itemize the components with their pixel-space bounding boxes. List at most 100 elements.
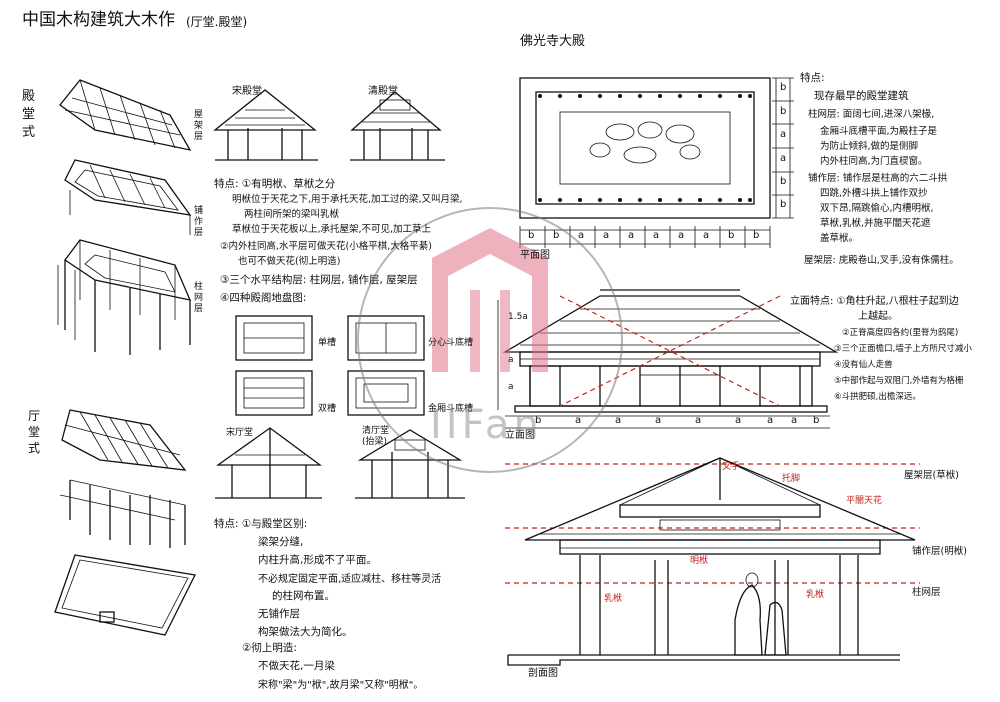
bay-label: a — [735, 415, 742, 426]
note-line: 立面特点: ①角柱升起,八根柱子起到边 — [790, 296, 959, 307]
bay-label: a — [767, 415, 774, 426]
temple-notes: 特点: 现存最早的殿堂建筑 柱网层: 面阔七间,进深八架椽, 金厢斗底槽平面,为… — [800, 70, 996, 270]
bay-label: a — [578, 230, 585, 241]
note-line: 铺作层: 铺作层是柱高的六二斗拱 — [808, 173, 948, 184]
note-line: ③三个正面檐口,墙子上方所尺寸减小 — [834, 344, 972, 354]
watermark-text: IIFan — [430, 402, 543, 448]
note-line: ④四种殿阁地盘图: — [220, 292, 307, 304]
note-line: 现存最早的殿堂建筑 — [814, 90, 909, 102]
bay-label: b — [753, 230, 760, 241]
note-line: 为防止倾斜,做的是侧脚 — [820, 141, 919, 152]
section-label-qing-tingtang: 清厅堂(抬梁) — [362, 426, 390, 448]
page-title: 中国木构建筑大木作 — [22, 10, 175, 30]
diantang-notes: 特点: ①有明栿、草栿之分 明栿位于天花之下,用于承托天花,加工过的梁,又叫月梁… — [214, 176, 514, 306]
height-mark: 1.5a — [508, 312, 528, 322]
note-line: 构架做法大为简化。 — [258, 626, 353, 638]
note-line: 不做天花,一月梁 — [258, 660, 335, 672]
note-line: 特点: ①与殿堂区别: — [214, 518, 308, 530]
bay-label: a — [603, 230, 610, 241]
plan-label-double: 双槽 — [318, 404, 337, 414]
bay-label: b — [780, 82, 787, 93]
note-line: 金厢斗底槽平面,为殿柱子是 — [820, 126, 938, 137]
label-rufu-left: 乳栿 — [604, 594, 623, 604]
note-line: ④没有仙人走兽 — [834, 360, 893, 370]
bay-label: b — [780, 106, 787, 117]
label-roof-layer: 屋架层(草栿) — [904, 470, 959, 481]
elevation-side-marks: 1.5a a a — [502, 300, 528, 410]
height-mark: a — [508, 355, 514, 365]
bay-label: b — [780, 176, 787, 187]
bay-label: a — [615, 415, 622, 426]
label-puzuo-layer: 铺作层(明栿) — [912, 546, 967, 557]
note-line: 特点: — [800, 72, 825, 84]
note-line: 无铺作层 — [258, 608, 300, 620]
note-line: 内外柱同高,为门直棂窗。 — [820, 156, 928, 167]
label-mingfu: 明栿 — [690, 556, 709, 566]
watermark-logo — [357, 207, 623, 473]
note-line: 柱网层: 面阔七间,进深八架椽, — [808, 109, 935, 120]
bay-label: a — [780, 129, 787, 140]
note-line: 屋架层: 庑殿卷山,叉手,没有侏儒柱。 — [804, 255, 959, 266]
section-label-song-diantang: 宋殿堂 — [232, 86, 262, 97]
bay-label: b — [780, 199, 787, 210]
note-line: ②内外柱同高,水平层可做天花(小格平棋,大格平綦) — [220, 241, 432, 252]
plan-label-jinxiang: 金厢斗底槽 — [428, 404, 474, 414]
layer-label-column: 柱网层 — [194, 282, 204, 314]
bay-label: a — [628, 230, 635, 241]
note-line: 明栿位于天花之下,用于承托天花,加工过的梁,又叫月梁, — [232, 194, 463, 205]
note-line: 特点: ①有明栿、草栿之分 — [214, 178, 336, 190]
plan-label: 平面图 — [520, 250, 550, 261]
bay-label: b — [728, 230, 735, 241]
bay-label: a — [695, 415, 702, 426]
bay-label: a — [703, 230, 710, 241]
plan-types — [235, 315, 425, 416]
note-line: 也可不做天花(彻上明造) — [238, 256, 341, 267]
diantang-axonometric — [57, 79, 192, 355]
elevation-bay-labels: b a a a a a a a b — [505, 415, 830, 428]
foguang-plan — [519, 77, 794, 248]
note-line: 的柱网布置。 — [272, 590, 335, 602]
plan-label-central: 分心斗底槽 — [428, 338, 474, 348]
note-line: 宋称"梁"为"栿",故月梁"又称"明栿"。 — [258, 680, 424, 691]
bay-label: a — [655, 415, 662, 426]
layer-label-bracket: 铺作层 — [194, 206, 204, 238]
note-line: ⑤中部作起与双阻门,外墙有为格栅 — [834, 376, 964, 386]
section-label-qing-diantang: 清殿堂 — [368, 86, 398, 97]
tingtang-sections — [215, 427, 465, 499]
section-label-song-tingtang: 宋厅堂 — [226, 428, 254, 438]
plan-side-bay-labels: b b a a b b — [778, 78, 790, 218]
foguang-elevation — [497, 289, 839, 429]
diantang-label: 殿堂式 — [22, 89, 36, 140]
section-label: 剖面图 — [528, 668, 558, 679]
plan-bay-labels: b b a a a a a a b b — [520, 230, 770, 244]
note-line: 草栿,乳栿,并施平闇天花遮 — [820, 218, 931, 229]
label-tuofu: 托脚 — [782, 474, 801, 484]
bay-label: a — [791, 415, 798, 426]
plan-label-single: 单槽 — [318, 338, 337, 348]
note-line: 不必规定固定平面,适应减柱、移柱等灵活 — [258, 574, 442, 585]
temple-title: 佛光寺大殿 — [520, 34, 586, 49]
page-subtitle: (厅堂.殿堂) — [186, 15, 248, 29]
elevation-label: 立面图 — [505, 430, 535, 441]
label-column-layer: 柱网层 — [912, 587, 941, 598]
bay-label: a — [678, 230, 685, 241]
note-line: ③三个水平结构层: 柱网层, 铺作层, 屋架层 — [220, 274, 418, 286]
foguang-section — [505, 457, 920, 666]
note-line: 梁架分缝, — [258, 536, 304, 548]
label-rufu-right: 乳栿 — [806, 590, 825, 600]
note-line: ②正脊高度四各约(里脊为鸱尾) — [842, 328, 959, 338]
height-mark: a — [508, 382, 514, 392]
note-line: 盖草栿。 — [820, 233, 859, 244]
bay-label: a — [780, 153, 787, 164]
bay-label: b — [553, 230, 560, 241]
tingtang-axonometric — [54, 409, 196, 636]
note-line: 上越起。 — [858, 311, 898, 322]
note-line: ②彻上明造: — [242, 642, 297, 654]
label-pingqi: 平闇天花 — [846, 496, 883, 506]
note-line: 两柱间所架的梁叫乳栿 — [244, 209, 340, 220]
note-line: ⑥斗拱肥硕,出檐深远。 — [834, 392, 921, 402]
diantang-sections — [213, 89, 445, 161]
bay-label: b — [813, 415, 820, 426]
tingtang-label: 厅堂式 — [28, 409, 41, 455]
